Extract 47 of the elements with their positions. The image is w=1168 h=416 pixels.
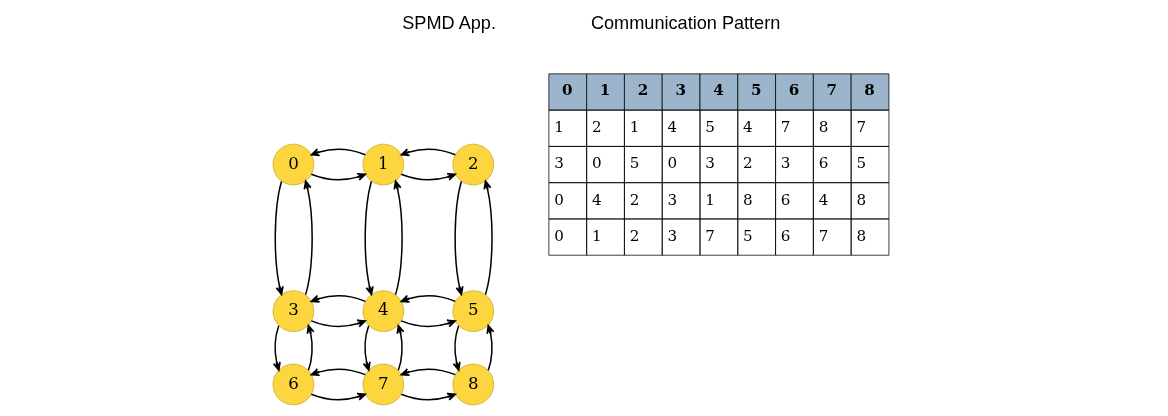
label: 4 <box>818 190 829 209</box>
label: 8 <box>743 190 753 209</box>
label: 2 <box>591 118 602 137</box>
label: 2 <box>629 226 640 245</box>
label: 7 <box>826 81 838 100</box>
label: 6 <box>780 190 791 209</box>
label: 3 <box>667 190 678 209</box>
label: 7 <box>705 226 715 245</box>
label: 0 <box>554 190 564 209</box>
label: 0 <box>591 154 602 173</box>
label: 0 <box>667 154 678 173</box>
label: 3 <box>554 154 564 173</box>
label: 2 <box>637 81 649 100</box>
label: 8 <box>856 226 867 245</box>
label: 5 <box>743 226 753 245</box>
label: 4 <box>743 118 753 137</box>
label: 7 <box>818 226 829 245</box>
label: 1 <box>591 226 602 245</box>
label: 8 <box>856 190 867 209</box>
label: 8 <box>818 118 829 137</box>
label: 1 <box>599 81 611 100</box>
label: 5 <box>629 154 640 173</box>
label: 3 <box>780 154 791 173</box>
label: 0 <box>562 81 573 100</box>
label: 5 <box>751 81 762 100</box>
label: 3 <box>705 154 715 173</box>
label: 3 <box>675 81 686 100</box>
label: 4 <box>667 118 678 137</box>
label: 6 <box>780 226 791 245</box>
label: 1 <box>554 118 564 137</box>
label: SPMD App. <box>402 13 496 34</box>
label: 2 <box>743 154 753 173</box>
label: 5 <box>705 118 715 137</box>
label: 7 <box>780 118 791 137</box>
label: 0 <box>554 226 564 245</box>
label: 5 <box>856 154 867 173</box>
label: 2 <box>629 190 640 209</box>
label: 4 <box>713 81 724 100</box>
label: Communication Pattern <box>590 13 781 34</box>
label: 3 <box>667 226 678 245</box>
label: 6 <box>818 154 829 173</box>
label: 4 <box>591 190 602 209</box>
label: 8 <box>864 81 875 100</box>
label: 6 <box>788 81 800 100</box>
label: 1 <box>629 118 640 137</box>
label: 1 <box>705 190 715 209</box>
label: 7 <box>856 118 867 137</box>
